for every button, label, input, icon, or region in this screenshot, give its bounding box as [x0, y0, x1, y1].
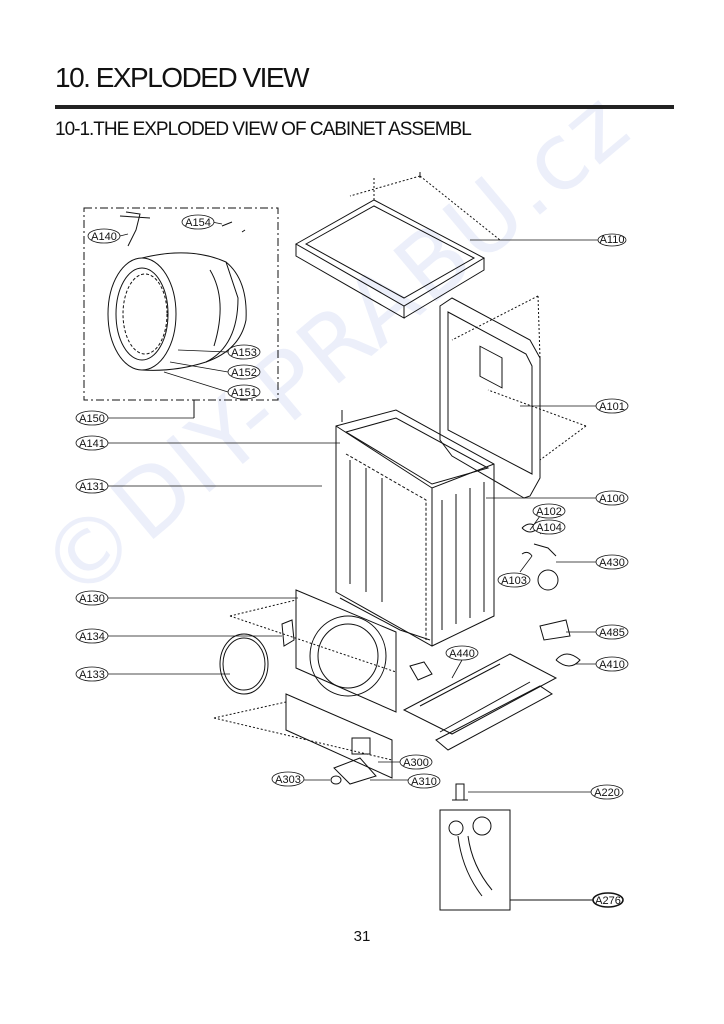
- callout-a133: A133: [75, 666, 109, 682]
- svg-text:A104: A104: [536, 522, 562, 534]
- motor-part: [409, 661, 433, 681]
- svg-text:A276: A276: [595, 895, 621, 907]
- svg-text:A134: A134: [79, 631, 105, 643]
- page-title: 10. EXPLODED VIEW: [55, 62, 310, 93]
- gasket-ring-part: [219, 633, 269, 695]
- svg-text:A102: A102: [536, 506, 562, 518]
- title-divider: [55, 105, 674, 109]
- svg-text:A141: A141: [79, 438, 105, 450]
- back-cover-part: [439, 297, 541, 499]
- cable-part: [537, 569, 559, 591]
- top-plate-part: [294, 199, 486, 319]
- callout-a140: A140: [87, 228, 121, 244]
- valve-part: [539, 619, 571, 641]
- svg-text:A130: A130: [79, 593, 105, 605]
- callout-a131: A131: [75, 478, 109, 494]
- svg-text:A153: A153: [231, 347, 257, 359]
- foot-part: [452, 783, 468, 801]
- svg-text:A303: A303: [275, 774, 301, 786]
- bracket-part: [333, 757, 377, 785]
- clip-part: [521, 551, 533, 557]
- door-assembly-frame: [83, 207, 279, 401]
- svg-text:A410: A410: [599, 659, 625, 671]
- svg-text:A152: A152: [231, 367, 257, 379]
- svg-text:A150: A150: [79, 413, 105, 425]
- callout-a130: A130: [75, 590, 109, 606]
- callout-a102: A102: [532, 503, 566, 519]
- callout-a300: A300: [399, 754, 433, 770]
- callout-a276: A276: [592, 892, 624, 908]
- svg-text:A140: A140: [91, 231, 117, 243]
- callout-a220: A220: [590, 784, 624, 800]
- page-number: 31: [353, 928, 371, 945]
- door-hinge-part: [119, 211, 151, 247]
- callout-a141: A141: [75, 435, 109, 451]
- svg-text:A103: A103: [501, 575, 527, 587]
- callout-a151: A151: [227, 384, 261, 400]
- svg-text:A430: A430: [599, 557, 625, 569]
- door-latch-part: [281, 619, 295, 647]
- callout-a152: A152: [227, 364, 261, 380]
- callout-a410: A410: [595, 656, 629, 672]
- svg-text:A300: A300: [403, 757, 429, 769]
- knob-part: [330, 775, 342, 785]
- door-ring-part: [107, 252, 247, 371]
- callout-a310: A310: [407, 773, 441, 789]
- callout-a104: A104: [532, 519, 566, 535]
- svg-text:A131: A131: [79, 481, 105, 493]
- callout-a100: A100: [595, 490, 629, 506]
- svg-text:A154: A154: [185, 217, 211, 229]
- callout-a154: A154: [181, 214, 215, 230]
- front-panel-part: [295, 589, 397, 713]
- callout-a485: A485: [595, 624, 629, 640]
- hose-frame: [439, 809, 511, 911]
- base-frame-part: [402, 653, 558, 751]
- svg-text:A110: A110: [600, 234, 625, 246]
- svg-text:A100: A100: [599, 493, 625, 505]
- callout-a303: A303: [271, 771, 305, 787]
- callout-a101: A101: [595, 398, 629, 414]
- cabinet-part: [335, 409, 495, 647]
- callout-a134: A134: [75, 628, 109, 644]
- callout-a430: A430: [595, 554, 629, 570]
- svg-text:A440: A440: [449, 648, 475, 660]
- callout-a153: A153: [227, 344, 261, 360]
- svg-text:A485: A485: [599, 627, 625, 639]
- svg-text:A310: A310: [411, 776, 437, 788]
- plug-part: [533, 543, 557, 557]
- lower-panel-part: [285, 693, 393, 779]
- section-subtitle: 10-1.THE EXPLODED VIEW OF CABINET ASSEMB…: [55, 119, 472, 140]
- callout-a110: A110: [597, 233, 627, 247]
- svg-text:A151: A151: [231, 387, 257, 399]
- svg-text:A133: A133: [79, 669, 105, 681]
- callout-a150: A150: [75, 410, 109, 426]
- callout-a103: A103: [497, 572, 531, 588]
- pump-part: [555, 653, 581, 667]
- svg-text:A101: A101: [599, 401, 625, 413]
- callout-a440: A440: [445, 645, 479, 661]
- svg-text:A220: A220: [594, 787, 620, 799]
- drain-hose-part: [448, 816, 493, 897]
- screw-part: [221, 221, 246, 233]
